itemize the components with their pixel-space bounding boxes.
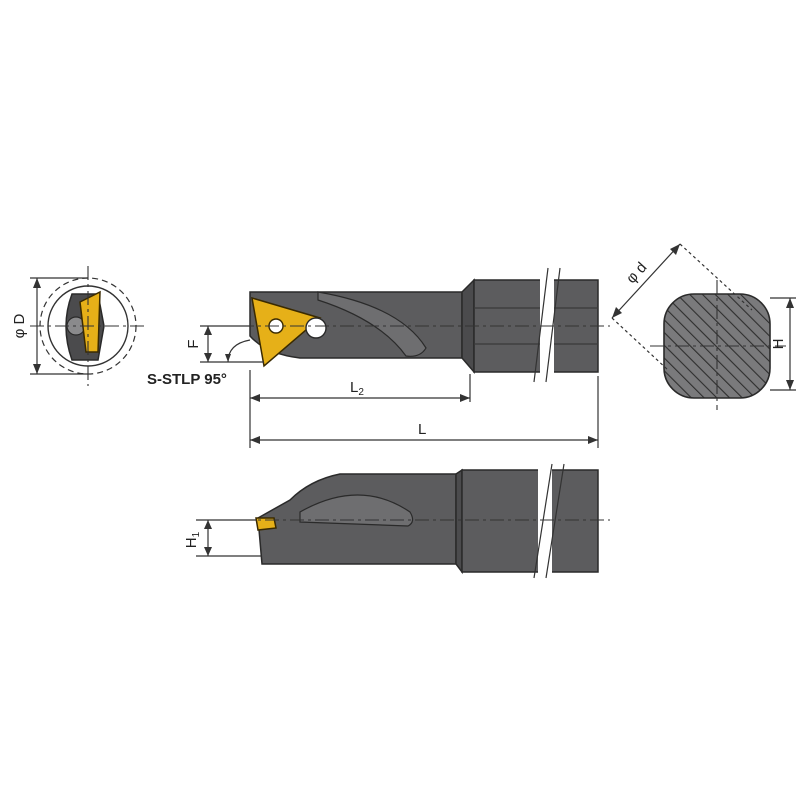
top-view-insert xyxy=(251,296,322,368)
model-label: S-STLP 95° xyxy=(147,371,227,388)
dim-label-H1: H1 xyxy=(183,531,202,548)
dim-label-L2: L2 xyxy=(350,379,364,398)
top-view: F S-STLP 95° L2 L xyxy=(147,267,610,448)
dim-label-H: H xyxy=(770,339,787,350)
end-view-insert xyxy=(79,290,101,353)
dim-label-phi-d: φ d xyxy=(623,259,651,287)
section-view: φ d H xyxy=(611,243,796,410)
side-view: H1 xyxy=(183,463,610,579)
dim-label-phi-D: φ D xyxy=(11,313,28,338)
side-view-insert xyxy=(255,517,277,531)
dim-label-L: L xyxy=(418,421,426,438)
end-view: φ D xyxy=(11,266,146,386)
dim-label-F: F xyxy=(185,339,202,348)
